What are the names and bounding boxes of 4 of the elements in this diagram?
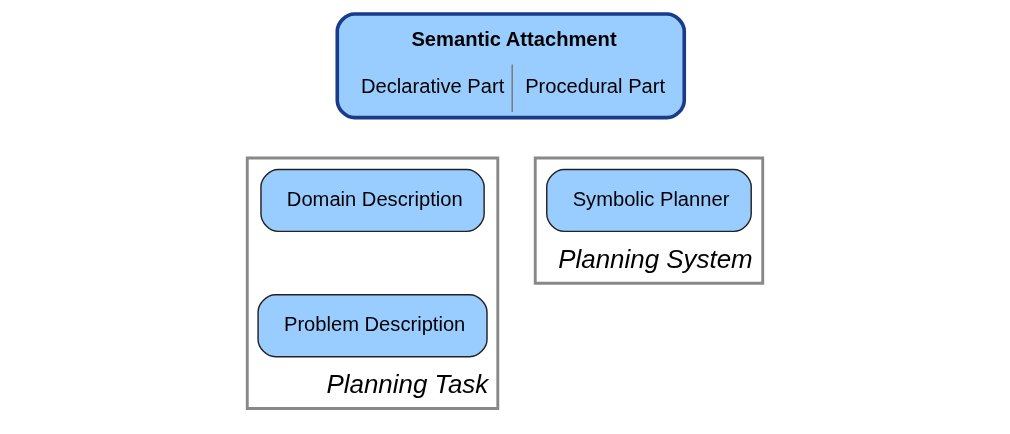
node-box: Domain Description	[260, 168, 485, 233]
node-box: Problem Description	[257, 294, 488, 358]
node-box: Semantic Attachment Declarative Part Procedural Part	[335, 12, 687, 120]
node-box: Symbolic Planner	[546, 168, 752, 233]
